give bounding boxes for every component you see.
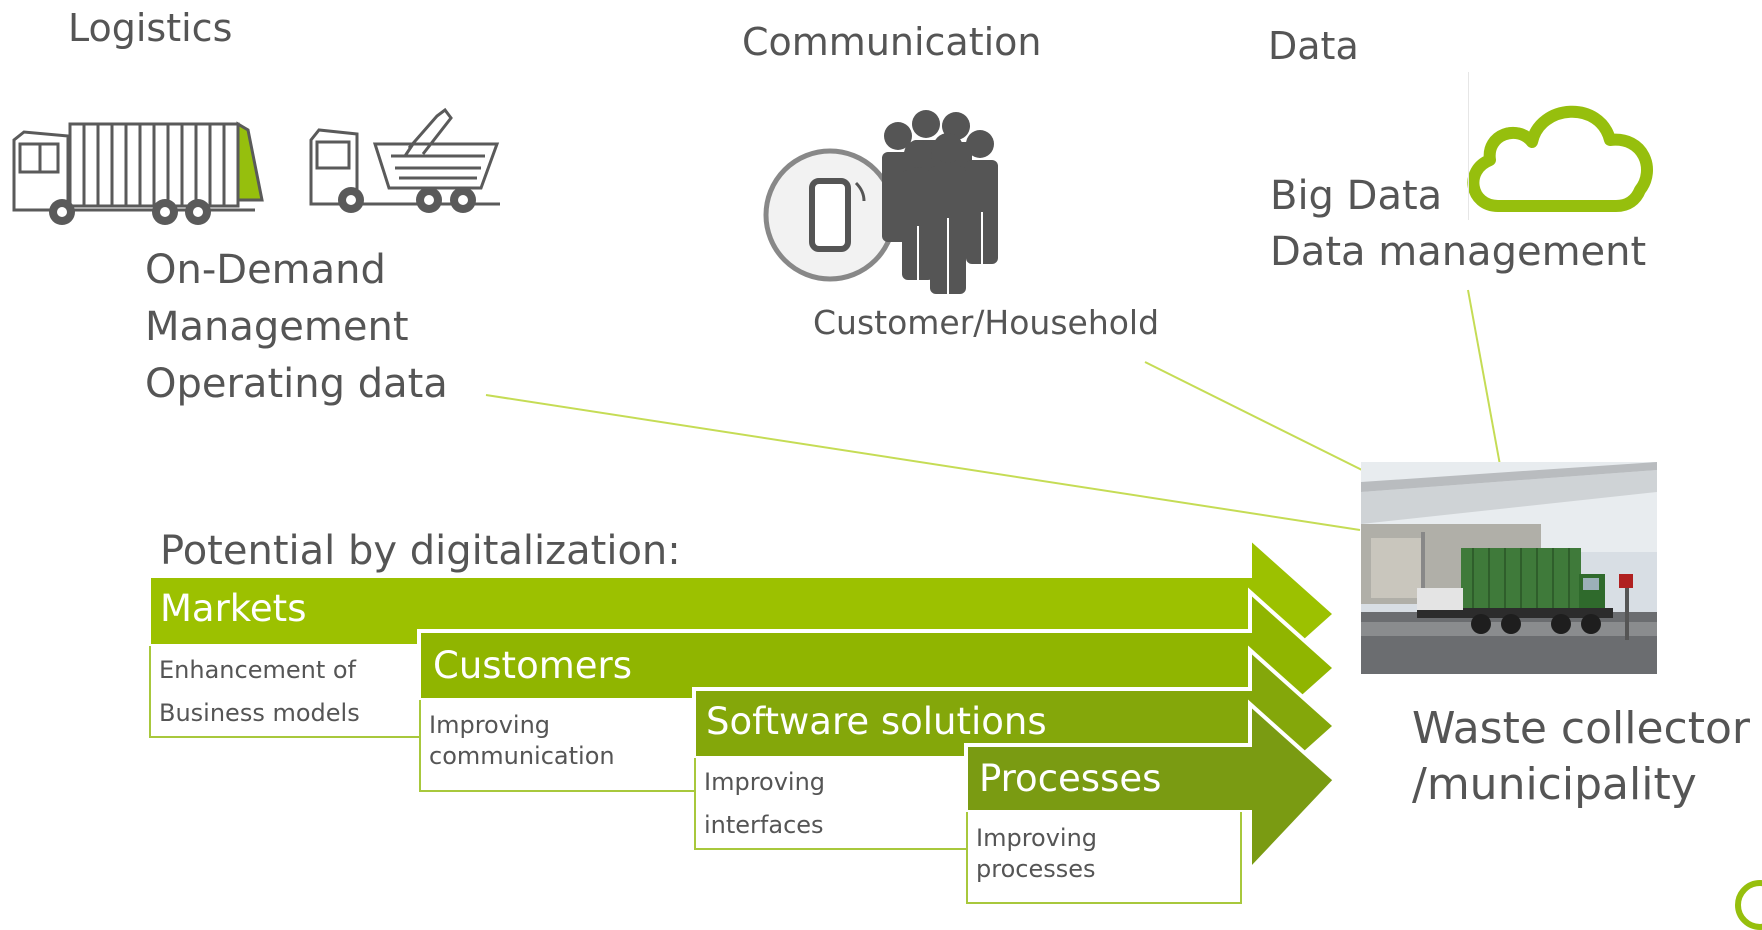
cloud-icon: [1467, 105, 1653, 212]
desc-software-line-1: Improving: [704, 768, 826, 796]
logistics-heading: Logistics: [68, 6, 233, 50]
logistics-line-1: On-Demand: [145, 247, 386, 293]
desc-markets-line-2: Business models: [159, 699, 360, 727]
desc-markets-line-1: Enhancement of: [159, 656, 356, 684]
arrow-title-customers: Customers: [433, 644, 633, 687]
data-line-2: Data management: [1270, 229, 1647, 275]
smartphone-icon: [763, 148, 897, 282]
desc-customers-line-2: communication: [429, 742, 615, 770]
potential-heading: Potential by digitalization:: [160, 528, 681, 574]
desc-processes-line-2: processes: [976, 855, 1096, 883]
connector-logistics: [485, 394, 1361, 531]
desc-software-solutions: Improving interfaces: [694, 758, 966, 850]
collector-line-1: Waste collector: [1412, 703, 1750, 754]
waste-truck-photo: [1361, 462, 1657, 674]
logistics-text: On-Demand Management Operating data: [145, 246, 448, 408]
cloud-divider: [1468, 72, 1469, 220]
desc-processes: Improving processes: [966, 812, 1242, 904]
desc-processes-line-1: Improving: [976, 824, 1098, 852]
connector-lines: [485, 289, 1501, 531]
desc-customers-line-1: Improving: [429, 711, 551, 739]
data-line-1: Big Data: [1270, 173, 1443, 219]
arrow-title-processes: Processes: [979, 757, 1162, 800]
people-group-icon: [882, 110, 998, 294]
connector-communication: [1144, 361, 1363, 471]
skip-loader-truck-icon: [309, 107, 500, 213]
logistics-line-2: Management: [145, 304, 409, 350]
collector-line-2: /municipality: [1412, 759, 1697, 810]
data-text: Big Data Data management: [1270, 172, 1646, 276]
arrow-title-software-solutions: Software solutions: [706, 700, 1047, 743]
connector-data: [1467, 289, 1501, 466]
garbage-truck-icon: [12, 121, 264, 225]
desc-customers: Improving communication: [419, 700, 694, 792]
communication-caption: Customer/Household: [813, 303, 1160, 342]
desc-markets: Enhancement of Business models: [149, 646, 419, 738]
collector-text: Waste collector /municipality: [1412, 702, 1750, 812]
desc-software-line-2: interfaces: [704, 811, 824, 839]
communication-heading: Communication: [742, 20, 1042, 64]
data-heading: Data: [1268, 24, 1359, 68]
logistics-line-3: Operating data: [145, 361, 448, 407]
arrow-title-markets: Markets: [160, 587, 307, 630]
